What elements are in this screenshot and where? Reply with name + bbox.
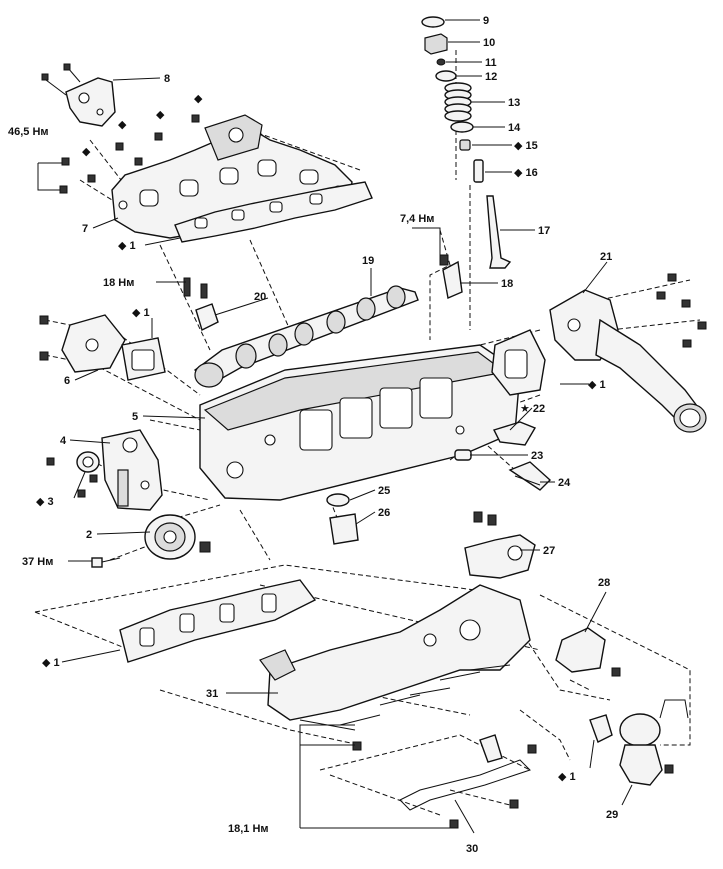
part-7-exhaust-manifold <box>111 114 353 239</box>
part-25-washer <box>326 493 350 507</box>
callout-2: 2 <box>86 529 92 541</box>
callout-14: 14 <box>508 122 521 134</box>
part-2-water-pump <box>144 514 211 560</box>
valve-train-stack <box>421 16 512 269</box>
part-30-egr-pipe <box>399 734 537 829</box>
part-23-plug <box>454 449 472 461</box>
callout-18: 18 <box>501 278 513 290</box>
callout-1-intake: ◆ 1 <box>42 657 60 669</box>
callout-9: 9 <box>483 15 489 27</box>
part-27-valve <box>464 511 536 579</box>
part-1-exhaust-gasket <box>174 181 373 243</box>
part-28-solenoid <box>555 627 621 677</box>
callout-8: 8 <box>164 73 170 85</box>
callout-6: 6 <box>64 375 70 387</box>
callout-3: ◆ 3 <box>36 496 54 508</box>
diamond-marker: ◆ <box>156 109 165 121</box>
callout-1-bracket: ◆ 1 <box>588 379 606 391</box>
part-31-intake-manifold <box>259 584 531 726</box>
callout-1-plate: ◆ 1 <box>132 307 150 319</box>
part-18-sensor <box>439 254 463 299</box>
part-4-cover <box>101 429 163 511</box>
callout-28: 28 <box>598 577 610 589</box>
torque-7-4: 7,4 Нм <box>400 213 434 225</box>
callout-30: 30 <box>466 843 478 855</box>
leader-lines <box>37 19 633 834</box>
part-5-cylinder-head <box>199 344 521 501</box>
diamond-marker: ◆ <box>82 146 91 158</box>
callout-25: 25 <box>378 485 390 497</box>
part-22-sensor <box>493 421 537 446</box>
part-6-cover-plate <box>39 314 166 381</box>
bracket-bolts <box>656 273 707 348</box>
callout-19: 19 <box>362 255 374 267</box>
callout-23: 23 <box>531 450 543 462</box>
part-26-cup <box>329 513 359 545</box>
callout-13: 13 <box>508 97 520 109</box>
part-1-intake-gasket <box>119 579 317 663</box>
callout-20: 20 <box>254 291 266 303</box>
callout-31: 31 <box>206 688 218 700</box>
torque-37: 37 Нм <box>22 556 53 568</box>
part-8-bracket <box>41 63 116 127</box>
diamond-marker: ◆ <box>194 93 203 105</box>
callout-10: 10 <box>483 37 495 49</box>
callout-1-top: ◆ 1 <box>118 240 136 252</box>
valve-spring <box>444 82 472 122</box>
diamond-markers: ◆ ◆ ◆ ◆ <box>82 93 203 158</box>
torque-labels: 46,5 Нм 7,4 Нм 18 Нм 37 Нм 18,1 Нм <box>8 126 434 835</box>
callout-22: ★ 22 <box>520 403 545 415</box>
callout-12: 12 <box>485 71 497 83</box>
manifold-bolts <box>339 664 511 726</box>
part-29-egr-valve <box>589 699 689 786</box>
callout-17: 17 <box>538 225 550 237</box>
callout-11: 11 <box>485 57 497 69</box>
callout-4: 4 <box>60 435 67 447</box>
callout-24: 24 <box>558 477 571 489</box>
diamond-marker: ◆ <box>118 119 127 131</box>
callout-16: ◆ 16 <box>514 167 538 179</box>
part-3-seal <box>46 451 100 498</box>
callout-29: 29 <box>606 809 618 821</box>
callout-21: 21 <box>600 251 612 263</box>
torque-18-1: 18,1 Нм <box>228 823 269 835</box>
part-19-camshaft <box>193 285 419 388</box>
callout-labels: 8 9 10 11 12 13 14 ◆ 15 ◆ 16 17 18 19 20… <box>36 15 618 855</box>
torque-18: 18 Нм <box>103 277 134 289</box>
part-21-outlet-pipe <box>491 273 707 433</box>
callout-1-egr: ◆ 1 <box>558 771 576 783</box>
bolt-37nm <box>91 557 121 568</box>
callout-26: 26 <box>378 507 390 519</box>
callout-7: 7 <box>82 223 88 235</box>
callout-15: ◆ 15 <box>514 140 538 152</box>
torque-46-5: 46,5 Нм <box>8 126 49 138</box>
callout-5: 5 <box>132 411 138 423</box>
part-20-sensor <box>183 277 219 331</box>
callout-27: 27 <box>543 545 555 557</box>
part-24-sensor <box>508 461 552 491</box>
